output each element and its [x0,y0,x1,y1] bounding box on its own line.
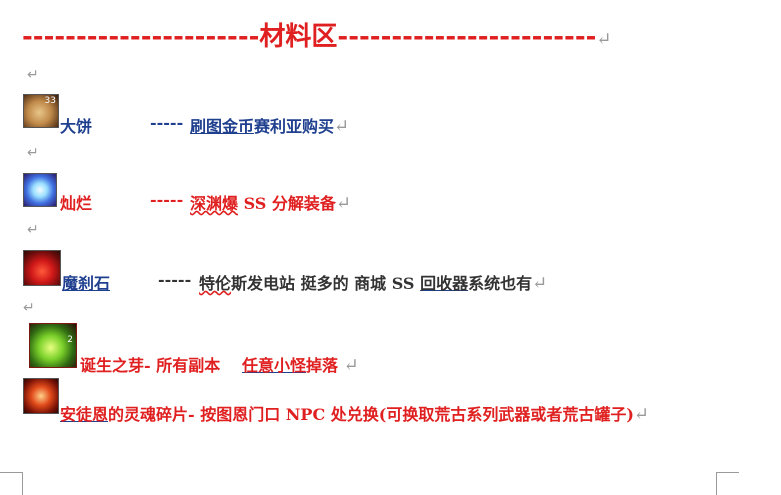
paragraph-mark: ↵ [27,145,39,161]
item-description-part: 特伦 [199,274,232,293]
item-description: 任意小怪掉落 ↵ [242,352,359,376]
item-description-part: 赛利亚购买 [254,117,335,136]
item-description: 特伦斯发电站 挺多的 商城 SS 回收器系统也有↵ [199,270,547,294]
item-description-part: 的灵魂碎片- 按图恩门口 NPC 处兑换(可换取荒古系列武器或者荒古罐子) [108,405,634,424]
icon-badge: 33 [44,96,56,106]
item-name: 大饼 [60,117,93,136]
item-description-part: SS 分解装备 [238,194,336,213]
item-name: 诞生之芽- 所有副本 [80,356,221,375]
paragraph-mark: ↵ [596,29,612,50]
swirl-orb-icon [23,173,57,207]
item-description-part: 系统也有 [468,274,533,293]
page-corner-mark [0,472,23,495]
red-fragment-icon [23,378,59,414]
item-description: 的灵魂碎片- 按图恩门口 NPC 处兑换(可换取荒古系列武器或者荒古罐子)↵ [108,401,649,425]
item-description: 刷图金币赛利亚购买↵ [190,113,349,137]
item-name: 安徒恩 [60,401,108,425]
item-description-part: 回收器 [420,274,469,293]
item-description-part: 斯发电站 挺多的 商城 SS [231,274,421,293]
item-separator: ----- [150,113,184,132]
paragraph-mark: ↵ [23,300,35,316]
item-name: 魔刹石 [62,270,110,294]
heading-left-dashes: ---------------------- [22,22,260,52]
heading-right-dashes: ------------------------ [337,22,597,52]
page-corner-mark [716,472,739,495]
heading-title: 材料区 [259,22,338,52]
paragraph-mark: ↵ [27,222,39,238]
item-name: 灿烂 [60,194,93,213]
pastry-coin-icon: 33 [23,94,59,128]
section-heading: ----------------------材料区---------------… [22,16,612,53]
paragraph-mark: ↵ [532,273,548,294]
item-description-part: 刷图金币 [190,117,255,136]
paragraph-mark: ↵ [335,193,352,214]
item-description-part: 掉落 [306,356,339,375]
paragraph-mark: ↵ [343,355,359,376]
icon-badge: 2 [67,335,73,345]
item-description-part: 深渊爆 [190,194,239,213]
paragraph-mark: ↵ [27,67,39,83]
green-sprout-icon: 2 [29,323,77,368]
item-separator: ----- [158,270,192,289]
paragraph-mark: ↵ [633,404,649,425]
paragraph-mark: ↵ [334,116,350,137]
item-name-text: 安徒恩 [60,405,109,424]
item-name-text: 魔刹石 [62,274,111,293]
red-crystal-icon [23,250,61,286]
item-separator: ----- [150,190,184,209]
item-description: 深渊爆 SS 分解装备↵ [190,190,351,214]
item-description-part: 任意小怪 [242,356,307,375]
